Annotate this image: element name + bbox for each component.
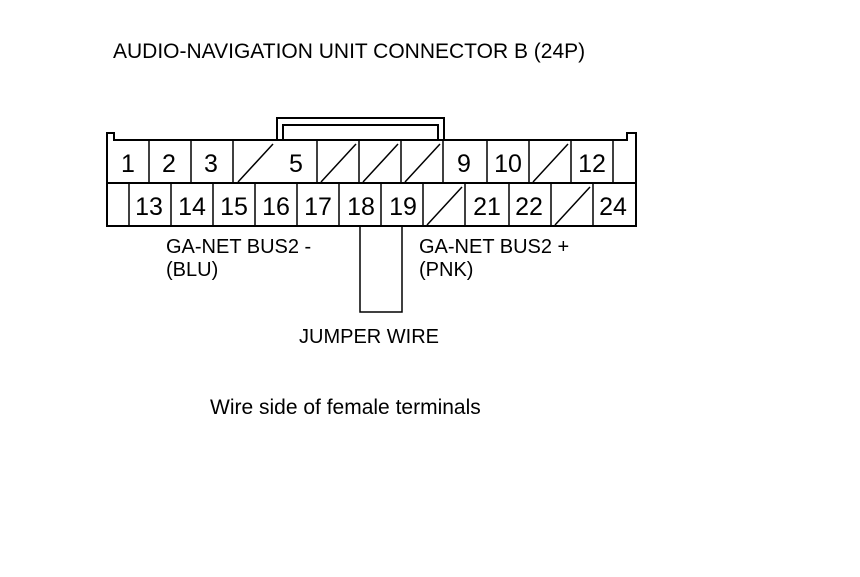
empty-slash (237, 143, 274, 183)
empty-slash (426, 186, 463, 226)
diagram-title: AUDIO-NAVIGATION UNIT CONNECTOR B (24P) (113, 40, 585, 63)
terminal-label: 3 (204, 150, 218, 178)
terminal: 2 (162, 150, 176, 178)
terminal-label: 21 (473, 193, 501, 221)
bus-minus-label: GA-NET BUS2 - (166, 236, 311, 258)
bus-minus-color: (BLU) (166, 259, 218, 281)
top-row: 1 2 3 5 9 10 12 (121, 143, 606, 183)
housing-outline (106, 132, 637, 227)
locking-tab (276, 117, 445, 140)
terminal: 10 (494, 150, 522, 178)
terminal-label: 16 (262, 193, 290, 221)
empty-slash (554, 186, 591, 226)
terminal: 14 (178, 193, 206, 221)
bottom-row-dividers (128, 183, 594, 226)
diagram-caption: Wire side of female terminals (210, 396, 481, 419)
bottom-row: 13 14 15 16 17 18 19 21 22 (135, 186, 627, 226)
terminal: 16 (262, 193, 290, 221)
terminal: 18 (347, 193, 375, 221)
terminal-empty (532, 143, 569, 183)
terminal: 24 (599, 193, 627, 221)
terminal-label: 13 (135, 193, 163, 221)
terminal: 9 (457, 150, 471, 178)
terminal-empty (362, 143, 399, 183)
jumper-wire (359, 226, 403, 313)
terminal: 1 (121, 150, 135, 178)
terminal-label: 2 (162, 150, 176, 178)
terminal-label: 9 (457, 150, 471, 178)
terminal-label: 15 (220, 193, 248, 221)
locking-tab-inner (282, 124, 439, 140)
terminal: 12 (578, 150, 606, 178)
terminal: 5 (289, 150, 303, 178)
top-row-dividers (148, 140, 614, 183)
terminal: 17 (304, 193, 332, 221)
terminal-label: 14 (178, 193, 206, 221)
terminal-label: 5 (289, 150, 303, 178)
terminal-label: 24 (599, 193, 627, 221)
connector-housing (106, 117, 637, 227)
terminal-empty (426, 186, 463, 226)
empty-slash (362, 143, 399, 183)
terminal-label: 1 (121, 150, 135, 178)
terminal-empty (237, 143, 274, 183)
terminal: 13 (135, 193, 163, 221)
terminal-empty (404, 143, 441, 183)
terminal-label: 10 (494, 150, 522, 178)
bus-plus-label: GA-NET BUS2 + (419, 236, 569, 258)
jumper-wire-label: JUMPER WIRE (299, 326, 439, 348)
terminal: 22 (515, 193, 543, 221)
terminal: 3 (204, 150, 218, 178)
empty-slash (320, 143, 357, 183)
bus-plus-color: (PNK) (419, 259, 473, 281)
terminal-empty (554, 186, 591, 226)
terminal-empty (320, 143, 357, 183)
terminal-label: 22 (515, 193, 543, 221)
terminal-label: 17 (304, 193, 332, 221)
empty-slash (404, 143, 441, 183)
terminal-label: 18 (347, 193, 375, 221)
terminal: 21 (473, 193, 501, 221)
terminal: 15 (220, 193, 248, 221)
terminal-label: 12 (578, 150, 606, 178)
empty-slash (532, 143, 569, 183)
terminal-label: 19 (389, 193, 417, 221)
terminal: 19 (389, 193, 417, 221)
